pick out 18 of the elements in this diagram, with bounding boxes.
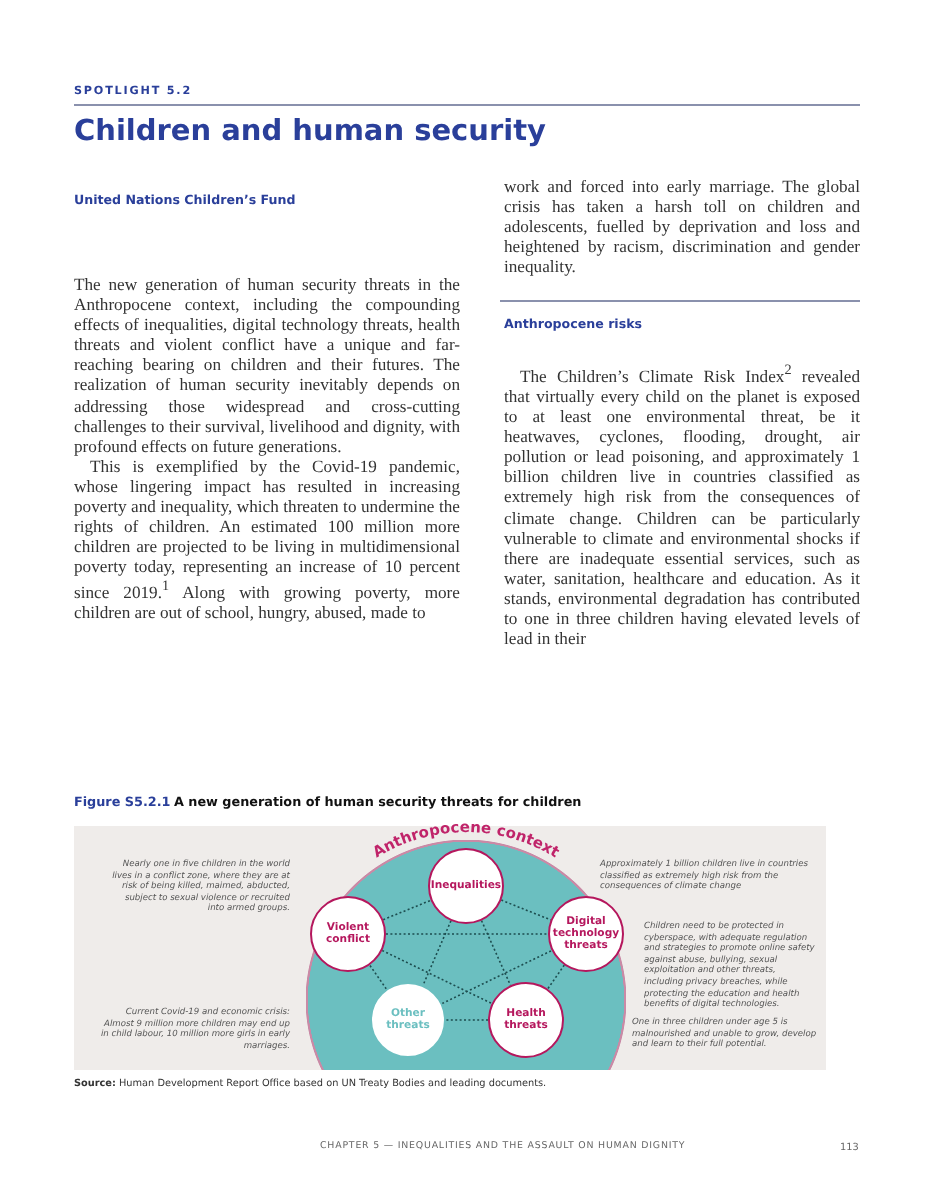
page-title: Children and human security [74,116,546,148]
dotted-connector [500,899,552,921]
dotted-connector [368,964,388,990]
dotted-connector [385,933,549,935]
body-paragraph: The Children’s Climate Risk Index$^{2}$ revealed that virtually every child on the planet is exposed to at least one environmental threat, be it heatwaves, cyclones, flooding, drought, air pollution or lead poisoning, and approximately 1 billion children live in countries classified as extremely high risk from the consequences of climate change. Children can be particularly vulnerable to climate and environmental shocks if there are inadequate essential services, such as water, sanitation, healthcare and education. As it stands, environmental degradation has contributed to one in three children having elevated levels of lead in their [504,360,860,649]
dotted-connector [422,920,452,986]
threat-circle [548,896,624,972]
dotted-connector [445,1019,489,1021]
body-paragraph: work and forced into early marriage. The global crisis has taken a harsh toll on children and adolescents, fuelled by deprivation and loss and heightened by racism, discrimination and gender inequality. [504,176,860,277]
threat-circle [488,982,564,1058]
threat-circle [310,896,386,972]
dotted-connector [381,949,493,1005]
dotted-connector [441,949,553,1005]
body-paragraph: The new generation of human security threats in the Anthropocene context, including the compounding effects of inequalities, digital technology threats, health threats and violent conflict have a unique and far-reaching bearing on children and their futures. The realization of human security inevitably depends on addressing those widespread and cross-cutting challenges to their survival, livelihood and dignity, with profound effects on future generations. [74,274,460,456]
dotted-connector [546,964,566,990]
body-paragraph: This is exemplified by the Covid-19 pandemic, whose lingering impact has resulted in increasing poverty and inequality, which threaten to undermine the rights of children. An estimated 100 million more children are projected to be living in multidimensional poverty today, representing an increase of 10 percent since 2019.$^{1}$ Along with growing poverty, more children are out of school, hungry, abused, made to [74,455,460,623]
dotted-connector [382,899,432,921]
dotted-connector [480,919,512,987]
